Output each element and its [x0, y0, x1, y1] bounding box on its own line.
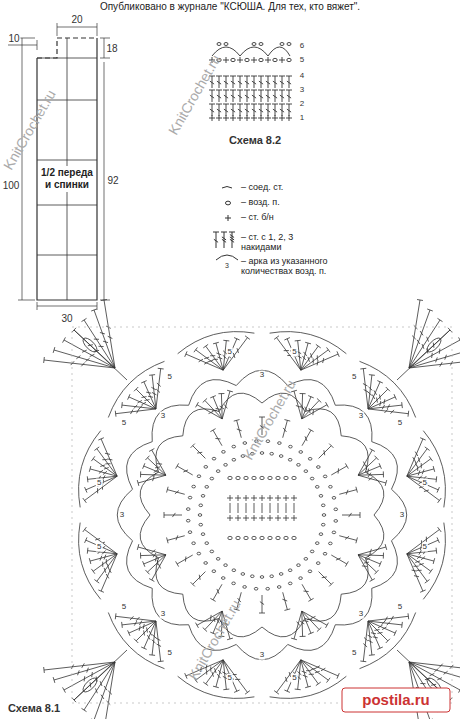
dimension: 20	[70, 14, 83, 25]
legend-entry: – соед. ст.	[241, 182, 361, 192]
watermark: KnitCrochet.ru	[240, 377, 299, 464]
dimension: 30	[60, 313, 73, 324]
row-number: 6	[299, 42, 305, 51]
row-number: 4	[299, 72, 305, 81]
arch-count: 5	[121, 418, 127, 427]
stitch-chart	[209, 43, 292, 122]
watermark: KnitCrochet.ru	[0, 87, 59, 174]
arch-count: 3	[119, 511, 125, 520]
dimension: 10	[7, 33, 20, 44]
legend-entry: – возд. п.	[241, 197, 361, 207]
chart-caption: Схема 8.2	[228, 134, 282, 146]
piece-label: 1/2 переда и спинки	[40, 166, 94, 192]
arch-count: 5	[96, 478, 102, 487]
arch-count: 5	[291, 673, 297, 682]
legend-entry: – арка из указанного количествах возд. п…	[241, 256, 366, 277]
arch-count: 5	[397, 603, 403, 612]
arch-count: 5	[351, 649, 357, 658]
arch-count: 5	[96, 543, 102, 552]
watermark-box	[342, 688, 450, 712]
chart-caption: Схема 8.1	[7, 702, 61, 714]
arch-count: 5	[422, 478, 428, 487]
arch-count: 3	[259, 651, 265, 660]
row-number: 3	[299, 86, 305, 95]
legend-entry: – ст. с 1, 2, 3 накидами	[241, 232, 336, 253]
pattern-schematic	[8, 23, 110, 310]
arch-count: 3	[224, 262, 230, 270]
arch-count: 5	[226, 673, 232, 682]
row-number: 1	[299, 114, 305, 123]
dimension: 18	[105, 43, 118, 54]
arch-count: 3	[358, 610, 364, 619]
arch-count: 5	[291, 348, 297, 357]
row-number: 5	[299, 56, 305, 65]
arch-count: 5	[167, 649, 173, 658]
dimension: 100	[2, 180, 21, 191]
arch-count: 5	[167, 373, 173, 382]
crochet-motif	[44, 300, 460, 719]
arch-count: 5	[422, 543, 428, 552]
arch-count: 3	[358, 412, 364, 421]
legend-symbols	[213, 187, 238, 261]
arch-count: 3	[399, 511, 405, 520]
publication-note: Опубликовано в журнале "КСЮША. Для тех, …	[100, 1, 360, 12]
watermark: KnitCrochet.ru	[165, 52, 224, 139]
legend-entry: – ст. б/н	[241, 212, 361, 222]
row-number: 2	[299, 100, 305, 109]
watermark: postila.ru	[361, 692, 431, 709]
arch-count: 5	[351, 373, 357, 382]
arch-count: 3	[160, 610, 166, 619]
pattern-piece: 1/2 переда и спинки	[37, 58, 97, 300]
dimension: 92	[106, 175, 119, 186]
arch-count: 5	[397, 418, 403, 427]
arch-count: 3	[160, 412, 166, 421]
arch-count: 3	[259, 371, 265, 380]
arch-count: 5	[226, 348, 232, 357]
arch-count: 5	[121, 603, 127, 612]
